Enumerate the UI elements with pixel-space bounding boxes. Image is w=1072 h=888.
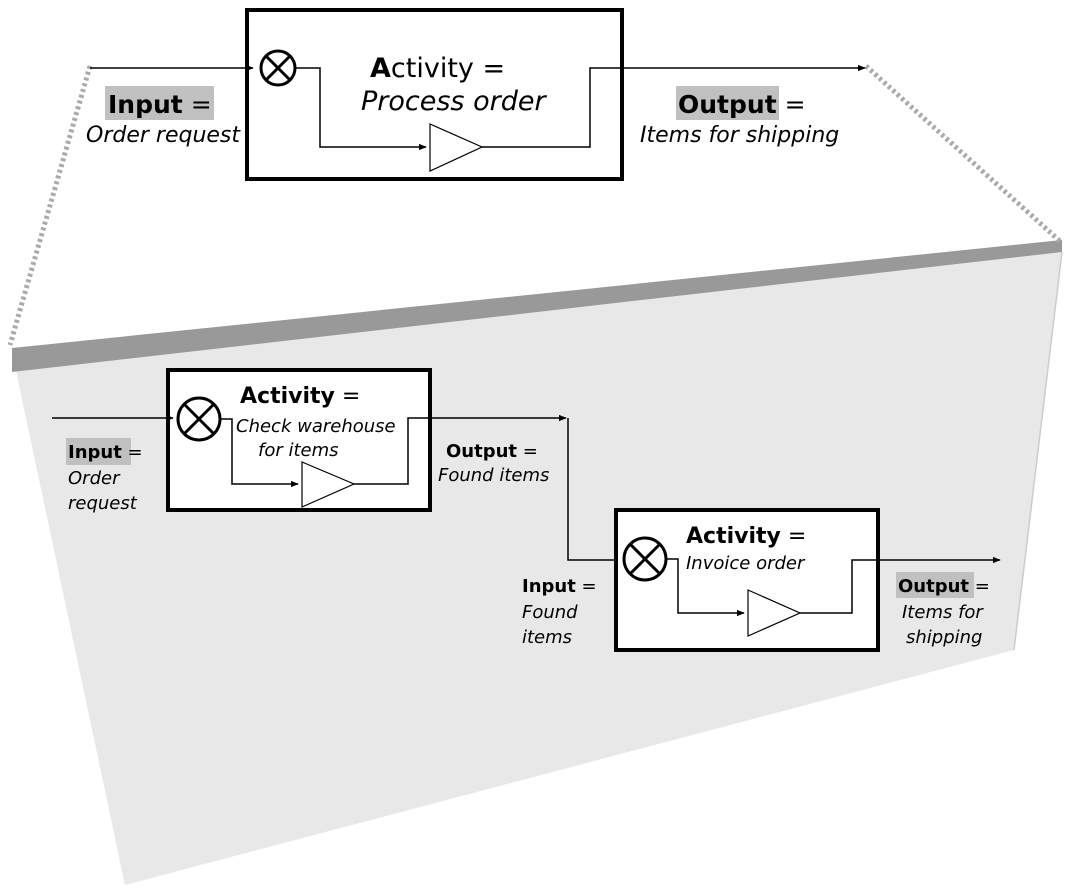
top-output-value: Items for shipping xyxy=(640,123,839,148)
step1-internal-wire-in xyxy=(220,418,299,488)
dotted-connector-left xyxy=(7,65,93,346)
amplifier-triangle-icon xyxy=(429,123,484,172)
top-input-word: Input xyxy=(108,90,183,119)
top-output-word: Output xyxy=(678,90,777,119)
step2-activity-box xyxy=(614,508,880,652)
step1-input-value-line1: Order xyxy=(68,468,121,489)
top-activity-first-letter: A xyxy=(370,53,391,84)
step2-output-value-line1: Items for xyxy=(902,602,984,623)
step1-input-heading: Input = xyxy=(68,442,143,463)
step2-activity-heading: Activity = xyxy=(686,524,806,549)
step1-output-value: Found items xyxy=(438,465,549,486)
step1-activity-value-line1: Check warehouse xyxy=(236,416,396,437)
top-input-value: Order request xyxy=(86,123,241,148)
step1-activity-word: Activity xyxy=(240,384,335,409)
step1-activity-eq: = xyxy=(335,384,360,409)
step1-input-eq: = xyxy=(122,442,143,463)
top-output-highlight xyxy=(676,86,779,120)
multiplier-circle-x-icon xyxy=(176,396,222,442)
step1-activity-value-line2: for items xyxy=(258,440,339,461)
step2-output-highlight xyxy=(896,572,974,598)
amplifier-triangle-icon xyxy=(747,589,802,637)
step2-internal-wire-in xyxy=(666,558,745,617)
amplifier-triangle-icon xyxy=(301,461,356,508)
step1-input-word: Input xyxy=(68,442,122,463)
detail-panel-right-edge xyxy=(1013,251,1063,651)
step1-activity-heading: Activity = xyxy=(240,384,360,409)
step2-input-word: Input xyxy=(522,576,576,597)
step2-activity-word: Activity xyxy=(686,524,781,549)
step1-output-word: Output xyxy=(446,441,517,462)
step2-input-heading: Input = xyxy=(522,576,597,597)
dotted-connector-right xyxy=(864,64,1064,245)
step2-input-value-line1: Found xyxy=(522,602,578,623)
top-activity-value: Process order xyxy=(361,86,547,117)
step1-output-eq: = xyxy=(517,441,538,462)
top-activity-eq: = xyxy=(474,53,505,84)
multiplier-circle-x-icon xyxy=(259,49,297,87)
step1-to-step2-connector xyxy=(567,418,625,564)
step2-internal-wire-out xyxy=(800,556,1001,614)
top-internal-wire-out xyxy=(482,64,866,148)
step1-activity-box xyxy=(166,368,432,512)
top-activity-rest: ctivity xyxy=(391,53,474,84)
top-internal-wire-in xyxy=(295,67,427,151)
detail-panel-top-edge xyxy=(12,240,1062,372)
step1-internal-wire-out xyxy=(354,414,567,485)
step2-output-heading: Output = xyxy=(898,576,990,597)
step2-input-value-line2: items xyxy=(522,627,572,648)
top-input-eq: = xyxy=(183,90,212,119)
multiplier-circle-x-icon xyxy=(622,536,668,582)
top-output-eq: = xyxy=(777,90,806,119)
step2-output-eq: = xyxy=(969,576,990,597)
top-activity-heading: Activity = xyxy=(370,53,505,84)
step1-input-value-line2: request xyxy=(68,493,138,514)
step2-output-value-line2: shipping xyxy=(906,627,982,648)
step2-activity-eq: = xyxy=(781,524,806,549)
step2-output-word: Output xyxy=(898,576,969,597)
top-output-heading: Output = xyxy=(678,90,806,119)
step1-output-heading: Output = xyxy=(446,441,538,462)
step2-input-eq: = xyxy=(576,576,597,597)
top-input-heading: Input = xyxy=(108,90,212,119)
top-input-highlight xyxy=(105,86,214,120)
step2-activity-value: Invoice order xyxy=(686,553,806,574)
step1-input-highlight xyxy=(66,438,131,465)
